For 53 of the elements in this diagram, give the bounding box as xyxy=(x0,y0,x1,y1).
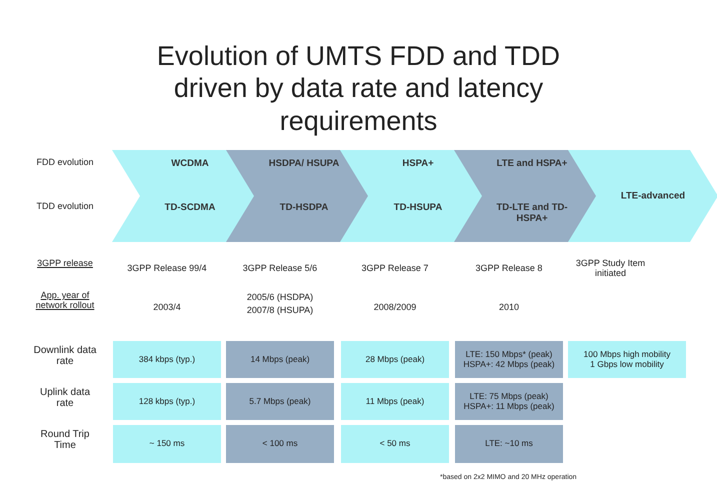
table-cell xyxy=(341,341,449,378)
row-header: 3GPP release xyxy=(36,258,94,268)
table-text: 3GPP Release 5/6 xyxy=(242,263,318,273)
row-header: TDD evolution xyxy=(35,201,95,211)
row-header: FDD evolution xyxy=(35,157,95,167)
cell-text: LTE: ~10 ms xyxy=(485,439,533,449)
title: Evolution of UMTS FDD and TDD driven by data rate and latency requirements xyxy=(156,40,562,138)
table-cell xyxy=(455,341,563,378)
table-text: 2005/6 (HSDPA) xyxy=(246,292,314,302)
technology-name: TD-SCDMA xyxy=(164,202,216,213)
table-text: 2008/2009 xyxy=(372,302,418,312)
technology-name: HSDPA/ HSUPA xyxy=(268,158,340,169)
table-text: 3GPP Study Item initiated xyxy=(574,258,646,278)
table-cell xyxy=(113,341,221,378)
technology-name: LTE-advanced xyxy=(620,190,686,202)
row-header: Uplink data rate xyxy=(38,387,92,409)
cell-text: 384 kbps (typ.) xyxy=(138,354,196,364)
cell-text: < 50 ms xyxy=(380,439,410,449)
cell-text: < 100 ms xyxy=(262,439,298,449)
row-header: App. year of network rollout xyxy=(34,290,96,310)
cell-text: 1 Gbps low mobility xyxy=(590,360,664,370)
table-text: 2010 xyxy=(498,302,520,312)
table-cell xyxy=(113,383,221,420)
cell-text: ~ 150 ms xyxy=(149,439,185,449)
table-cell xyxy=(226,341,334,378)
cell-text: 100 Mbps high mobility xyxy=(584,350,670,360)
cell-text: LTE: 150 Mbps* (peak) xyxy=(466,350,552,360)
table-cell xyxy=(341,383,449,420)
table-text: 2007/8 (HSUPA) xyxy=(246,305,314,315)
cell-text: 11 Mbps (peak) xyxy=(366,396,424,406)
table-cell xyxy=(113,425,221,463)
table-cell xyxy=(226,425,334,463)
cell-text: HSPA+: 42 Mbps (peak) xyxy=(463,360,555,370)
table-cell xyxy=(568,341,686,378)
row-header: Round Trip Time xyxy=(40,429,90,451)
cell-text: 28 Mbps (peak) xyxy=(365,354,425,364)
cell-text: 5.7 Mbps (peak) xyxy=(249,396,311,406)
technology-name: LTE and HSPA+ xyxy=(496,158,568,169)
cell-text: LTE: 75 Mbps (peak) xyxy=(470,392,548,402)
technology-name: TD-LTE and TD-HSPA+ xyxy=(495,202,569,224)
table-text: 3GPP Release 8 xyxy=(474,263,544,273)
table-text: 3GPP Release 99/4 xyxy=(126,263,208,273)
cell-text: HSPA+: 11 Mbps (peak) xyxy=(464,402,554,412)
table-text: 3GPP Release 7 xyxy=(360,263,430,273)
table-cell xyxy=(455,425,563,463)
table-cell xyxy=(226,383,334,420)
table-cell xyxy=(455,383,563,420)
table-cell xyxy=(341,425,449,463)
technology-name: TD-HSDPA xyxy=(278,202,330,213)
table-text: 2003/4 xyxy=(152,302,182,312)
cell-text: 128 kbps (typ.) xyxy=(138,396,196,406)
row-header: Downlink data rate xyxy=(32,345,98,367)
cell-text: 14 Mbps (peak) xyxy=(250,354,310,364)
